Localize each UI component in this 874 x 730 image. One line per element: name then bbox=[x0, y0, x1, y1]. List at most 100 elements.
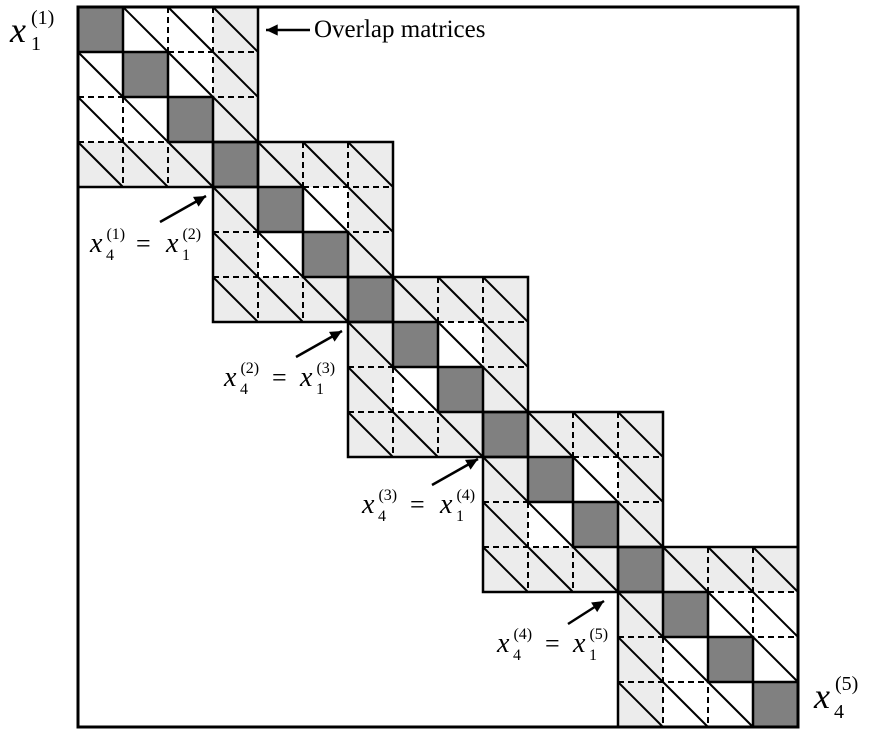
cell-hatch-line bbox=[122, 6, 169, 53]
diagonal-cell bbox=[168, 97, 213, 142]
cell-hatch-line bbox=[572, 546, 619, 593]
cell-hatch-line bbox=[302, 186, 349, 233]
cell-hatch-line bbox=[662, 636, 709, 683]
diagonal-cell-outline bbox=[166, 95, 215, 144]
overlap-matrices-label: Overlap matrices bbox=[314, 16, 485, 43]
cell-hatch-line bbox=[572, 411, 619, 458]
annotation-arrows bbox=[159, 24, 605, 626]
cell-hatch-line bbox=[347, 231, 394, 278]
cell-hatch-line bbox=[617, 411, 664, 458]
diagonal-cell bbox=[123, 52, 168, 97]
cell-hatch-line bbox=[257, 276, 304, 323]
diagonal-cell-outline bbox=[256, 185, 305, 234]
cell-hatch-line bbox=[347, 186, 394, 233]
diagonal-cell bbox=[393, 322, 438, 367]
overlap-arrow bbox=[266, 24, 310, 36]
diagonal-cell bbox=[348, 277, 393, 322]
equality-label-4: x (4) 4 = x (5) 1 bbox=[496, 626, 612, 664]
cell-hatch-line bbox=[302, 141, 349, 188]
diagonal-cell-outline bbox=[481, 410, 530, 459]
cell-hatch-line bbox=[662, 681, 709, 728]
cell-hatch-line bbox=[167, 51, 214, 98]
diagonal-cell-outline bbox=[706, 635, 755, 684]
equality-arrow-1 bbox=[159, 194, 207, 224]
cell-hatch-line bbox=[662, 546, 709, 593]
cell-hatch-line bbox=[212, 276, 259, 323]
diagonal-cell bbox=[438, 367, 483, 412]
cell-hatch-line bbox=[392, 276, 439, 323]
cell-hatch-line bbox=[392, 366, 439, 413]
corner-label-bottom: x (5) 4 bbox=[813, 673, 862, 723]
diagonal-cell-outline bbox=[346, 275, 395, 324]
cell-hatch-line bbox=[302, 276, 349, 323]
diagonal-cell bbox=[753, 682, 798, 727]
cell-hatch-line bbox=[572, 456, 619, 503]
cell-hatch-line bbox=[617, 591, 664, 638]
equality-label-3: x (3) 4 = x (4) 1 bbox=[361, 487, 479, 525]
diagonal-cell-outline bbox=[301, 230, 350, 279]
cell-hatch-line bbox=[437, 321, 484, 368]
cell-hatch-line bbox=[212, 6, 259, 53]
diagonal-cell bbox=[483, 412, 528, 457]
cell-hatch-line bbox=[212, 51, 259, 98]
cell-hatch-line bbox=[77, 141, 124, 188]
diagonal-cell bbox=[573, 502, 618, 547]
cell-hatch-line bbox=[617, 501, 664, 548]
equality-arrow-2 bbox=[295, 329, 343, 359]
diagonal-cell bbox=[708, 637, 753, 682]
corner-label-top: x (1) 1 bbox=[9, 7, 58, 55]
cell-hatch-line bbox=[167, 6, 214, 53]
cell-hatch-line bbox=[122, 96, 169, 143]
matrix-outer-frame bbox=[76, 5, 800, 729]
cell-hatch-line bbox=[482, 546, 529, 593]
cell-hatch-line bbox=[752, 591, 799, 638]
cell-hatch-line bbox=[707, 546, 754, 593]
diagonal-cell bbox=[528, 457, 573, 502]
diagonal-cell-outline bbox=[211, 140, 260, 189]
cell-hatch-line bbox=[482, 276, 529, 323]
cell-hatch-line bbox=[617, 456, 664, 503]
cell-hatch-line bbox=[617, 636, 664, 683]
matrix-cells bbox=[77, 6, 799, 728]
diagonal-cell-outline bbox=[121, 50, 170, 99]
cell-hatch-line bbox=[122, 141, 169, 188]
equality-label-2: x (2) 4 = x (3) 1 bbox=[223, 360, 339, 398]
diagonal-cell bbox=[663, 592, 708, 637]
cell-hatch-line bbox=[752, 636, 799, 683]
cell-hatch-line bbox=[437, 276, 484, 323]
diagonal-cell-outline bbox=[436, 365, 485, 414]
block-border bbox=[346, 275, 530, 459]
cell-hatch-line bbox=[347, 366, 394, 413]
cell-hatch-line bbox=[257, 231, 304, 278]
diagonal-cell-outline bbox=[526, 455, 575, 504]
diagonal-cell bbox=[258, 187, 303, 232]
cell-hatch-line bbox=[482, 366, 529, 413]
diagonal-cell bbox=[303, 232, 348, 277]
cell-hatch-line bbox=[392, 411, 439, 458]
cell-hatch-line bbox=[752, 546, 799, 593]
cell-hatch-line bbox=[482, 321, 529, 368]
cell-hatch-line bbox=[707, 681, 754, 728]
cell-hatch-line bbox=[482, 501, 529, 548]
arrow-head bbox=[465, 459, 478, 470]
cell-hatch-line bbox=[527, 411, 574, 458]
cell-hatch-line bbox=[617, 681, 664, 728]
arrow-head bbox=[591, 601, 604, 613]
diagonal-cell-outline bbox=[661, 590, 710, 639]
equality-label-1: x (1) 4 = x (2) 1 bbox=[89, 226, 205, 264]
block-border bbox=[481, 410, 665, 594]
cell-hatch-line bbox=[212, 186, 259, 233]
arrow-head bbox=[193, 196, 206, 207]
cell-hatch-line bbox=[482, 456, 529, 503]
cell-hatch-line bbox=[527, 546, 574, 593]
cell-hatch-line bbox=[527, 501, 574, 548]
cell-hatch-line bbox=[167, 141, 214, 188]
block-border bbox=[211, 140, 395, 324]
equality-arrow-4 bbox=[567, 599, 605, 626]
cell-hatch-line bbox=[347, 141, 394, 188]
arrow-head bbox=[329, 331, 342, 342]
diagonal-cell bbox=[78, 7, 123, 52]
diagonal-cell-outline bbox=[616, 545, 665, 594]
cell-hatch-line bbox=[77, 96, 124, 143]
